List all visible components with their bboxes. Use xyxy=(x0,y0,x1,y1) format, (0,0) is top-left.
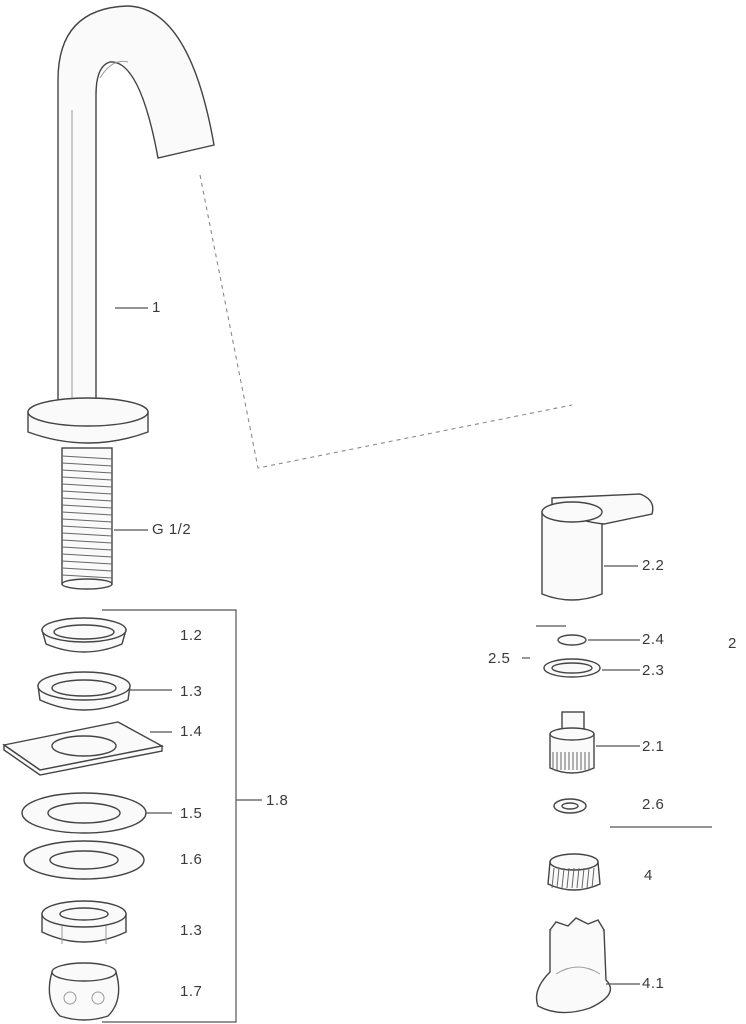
label-1-3b: 1.3 xyxy=(180,922,203,939)
hatch-line xyxy=(61,511,113,516)
label-2-2: 2.2 xyxy=(642,557,665,574)
hatch-line xyxy=(61,560,113,565)
rib-line xyxy=(556,867,560,889)
hatch-line xyxy=(61,532,113,537)
rib-line xyxy=(566,867,570,889)
rib-line xyxy=(591,867,595,889)
spout-part xyxy=(57,5,215,413)
rib-line xyxy=(576,867,580,889)
part-4-1-handle xyxy=(535,917,612,1014)
part-2-2-lever xyxy=(541,493,654,601)
label-g12: G 1/2 xyxy=(152,521,192,538)
rib-line xyxy=(571,867,575,889)
part-2-1-cartridge xyxy=(549,711,595,774)
part-1-3-nut-lower xyxy=(41,900,127,944)
hatch-line xyxy=(61,497,113,502)
part-1-4-plate xyxy=(2,721,165,776)
part-1-5-washer xyxy=(21,792,147,834)
hatch-line xyxy=(61,567,113,572)
hatch-line xyxy=(61,476,113,481)
hatch-line xyxy=(61,469,113,474)
part-1-3-nut-upper xyxy=(37,671,131,711)
label-2-3: 2.3 xyxy=(642,662,665,679)
hatch-line xyxy=(61,490,113,495)
hatch-line xyxy=(61,553,113,558)
label-1-4: 1.4 xyxy=(180,723,203,740)
hatch-line xyxy=(61,462,113,467)
part-2-3-oring xyxy=(543,658,601,678)
hatch-line xyxy=(61,525,113,530)
spout-flange xyxy=(27,397,149,444)
flow-dashed-line xyxy=(199,174,573,469)
threaded-shank xyxy=(61,447,113,590)
label-2-6: 2.6 xyxy=(642,796,665,813)
hatch-line xyxy=(61,539,113,544)
part-1-6-washer xyxy=(23,840,145,880)
label-2: 2 xyxy=(728,635,737,652)
hatch-line xyxy=(61,546,113,551)
part-2-6-washer xyxy=(553,798,587,814)
label-2-1: 2.1 xyxy=(642,738,665,755)
label-4-1: 4.1 xyxy=(642,975,665,992)
label-1-8: 1.8 xyxy=(266,792,289,809)
label-1-6: 1.6 xyxy=(180,851,203,868)
rib-line xyxy=(586,867,590,889)
rib-line xyxy=(561,867,565,889)
group-1-8-bracket xyxy=(102,609,237,1023)
hatch-line xyxy=(61,504,113,509)
hatch-line xyxy=(61,483,113,488)
hatch-line xyxy=(61,455,113,460)
label-4: 4 xyxy=(644,867,653,884)
hatch-line xyxy=(61,574,113,579)
rib-line xyxy=(581,867,585,889)
label-2-4: 2.4 xyxy=(642,631,665,648)
part-1-7-cap-nut xyxy=(48,962,120,1021)
label-1-7: 1.7 xyxy=(180,983,203,1000)
part-1-2-ring xyxy=(41,617,127,653)
part-2-4-ring xyxy=(557,634,587,646)
rib-line xyxy=(551,867,555,889)
part-4-insert xyxy=(547,853,601,891)
label-1-5: 1.5 xyxy=(180,805,203,822)
hatch-line xyxy=(61,518,113,523)
label-1-3a: 1.3 xyxy=(180,683,203,700)
label-1: 1 xyxy=(152,299,161,316)
label-1-2: 1.2 xyxy=(180,627,203,644)
label-2-5: 2.5 xyxy=(488,650,511,667)
